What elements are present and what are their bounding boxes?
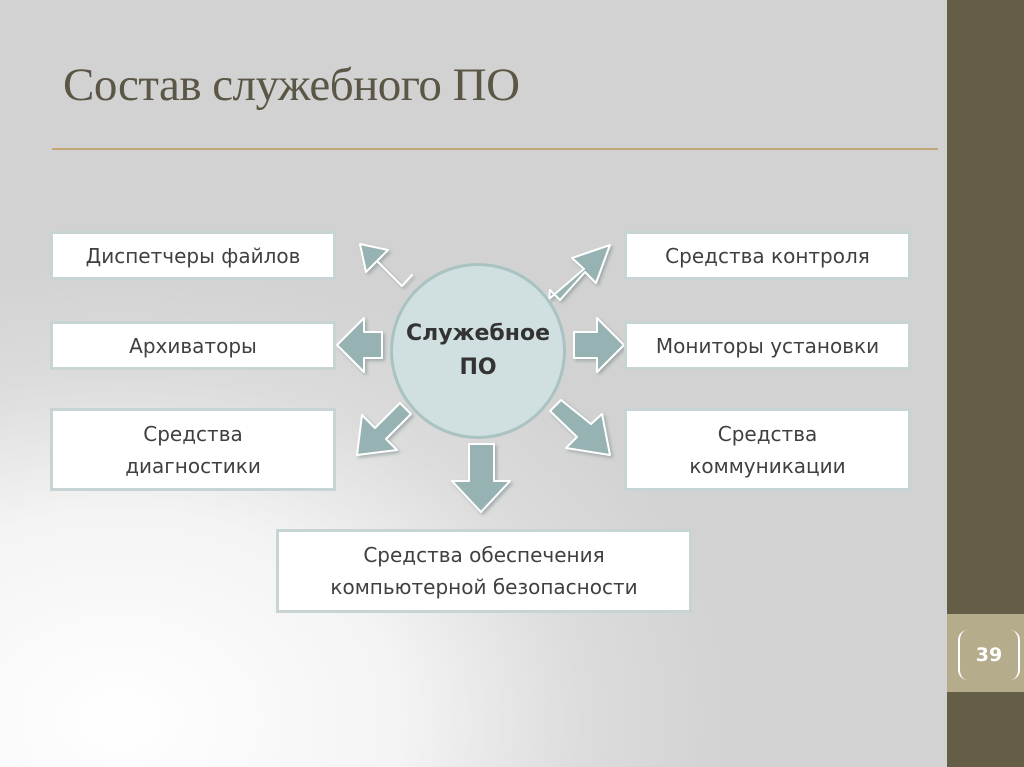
page-number: 39 bbox=[958, 630, 1020, 680]
arrow-to-archivers bbox=[336, 317, 383, 373]
arrow-to-control bbox=[548, 244, 611, 301]
arrow-to-security bbox=[451, 443, 511, 513]
node-file-managers: Диспетчеры файлов bbox=[50, 231, 336, 280]
node-diagnostics: Средства диагностики bbox=[50, 408, 336, 491]
node-install-monitors: Мониторы установки bbox=[624, 321, 911, 370]
slide-title: Состав служебного ПО bbox=[63, 59, 520, 111]
arrow-to-install-monitors bbox=[573, 317, 625, 373]
arrow-to-file-managers bbox=[359, 243, 413, 287]
arrow-to-communication bbox=[549, 399, 611, 456]
node-control: Средства контроля bbox=[624, 231, 911, 280]
node-security: Средства обеспечения компьютерной безопа… bbox=[276, 529, 692, 613]
arrows-layer bbox=[336, 243, 625, 513]
node-communication: Средства коммуникации bbox=[624, 408, 911, 491]
center-node: Служебное ПО bbox=[390, 263, 566, 439]
arrow-to-diagnostics bbox=[356, 402, 412, 456]
title-divider bbox=[52, 148, 938, 150]
node-archivers: Архиваторы bbox=[50, 321, 336, 370]
